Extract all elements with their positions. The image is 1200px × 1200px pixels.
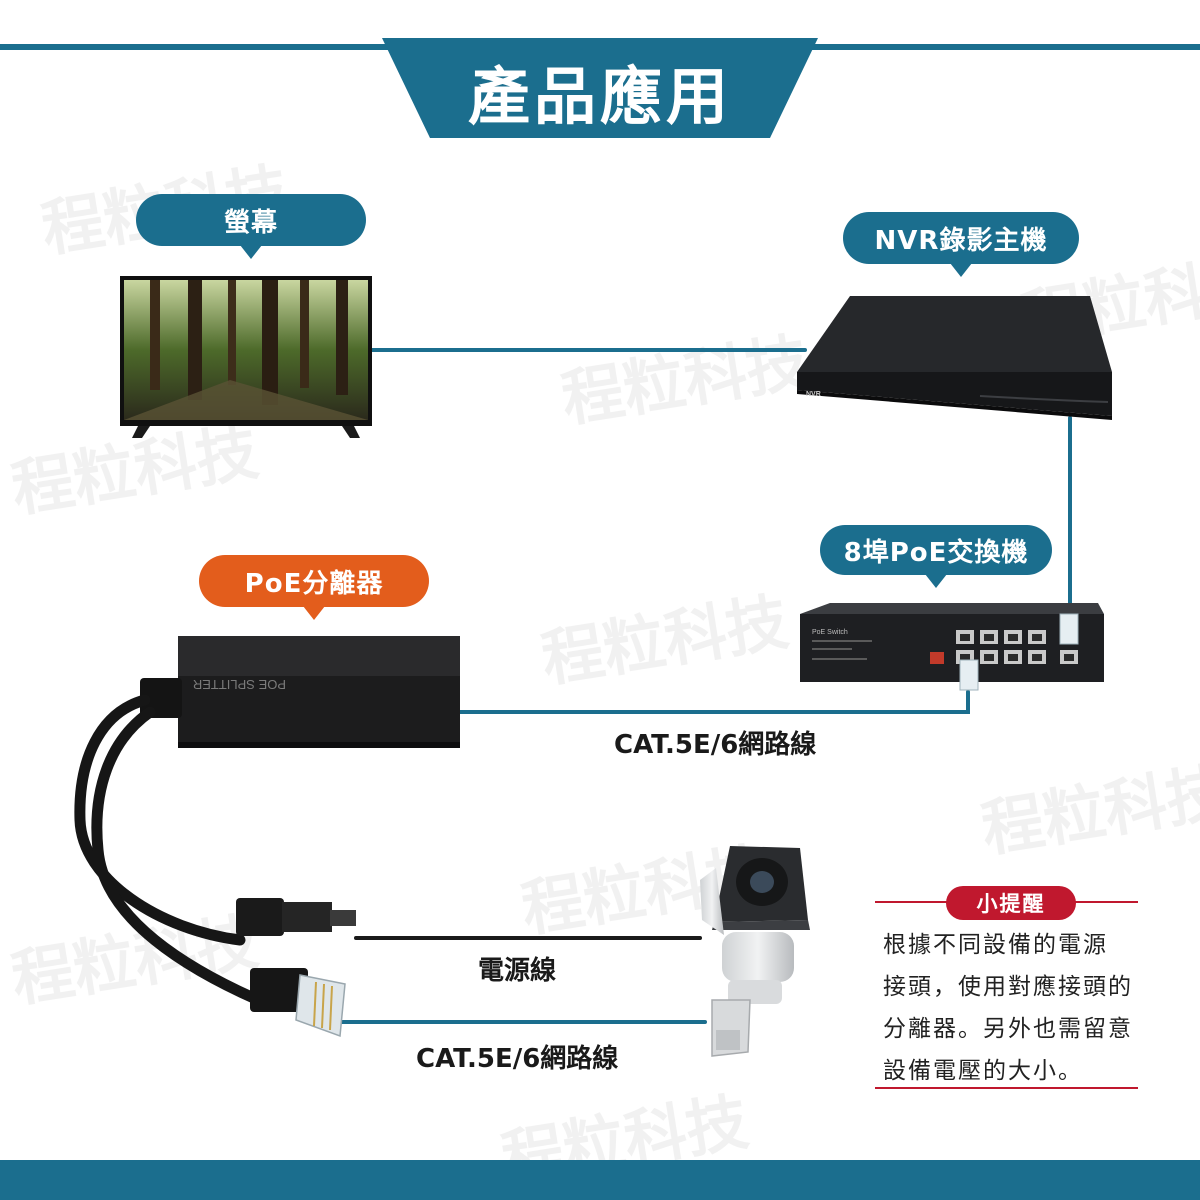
tip-title: 小提醒 xyxy=(976,892,1046,916)
label-splitter: PoE分離器 xyxy=(199,555,429,607)
tip-line: 接頭，使用對應接頭的 xyxy=(883,974,1133,1000)
camera-illustration xyxy=(700,846,810,1057)
cable-switch-splitter xyxy=(458,690,970,714)
splitter-illustration: POE SPLITTER xyxy=(74,636,460,1038)
nvr-illustration: NVR xyxy=(797,296,1112,420)
switch-brand: PoE Switch xyxy=(812,629,848,636)
label-nvr: NVR錄影主機 xyxy=(843,212,1079,264)
tip-line: 設備電壓的大小。 xyxy=(883,1058,1083,1084)
splitter-print: POE SPLITTER xyxy=(193,677,286,692)
header-band xyxy=(0,38,1200,138)
cable-label-cat-bottom: CAT.5E/6網路線 xyxy=(416,1044,619,1074)
monitor-illustration xyxy=(120,276,372,438)
page-title: 產品應用 xyxy=(467,60,732,133)
cable-label-cat-top: CAT.5E/6網路線 xyxy=(614,730,817,760)
footer-bar xyxy=(0,1160,1200,1200)
tip-line: 根據不同設備的電源 xyxy=(883,932,1108,958)
cable-label-power: 電源線 xyxy=(478,956,557,986)
tip-text: 根據不同設備的電源 接頭，使用對應接頭的 分離器。另外也需留意 設備電壓的大小。 xyxy=(883,924,1143,1092)
label-monitor: 螢幕 xyxy=(136,194,366,246)
connection-lines xyxy=(338,348,1072,1024)
tip-frame xyxy=(875,886,1138,1089)
switch-illustration: PoE Switch xyxy=(800,603,1104,691)
tip-line: 分離器。另外也需留意 xyxy=(883,1016,1133,1042)
label-switch: 8埠PoE交換機 xyxy=(820,525,1052,575)
nvr-badge: NVR xyxy=(806,391,821,398)
